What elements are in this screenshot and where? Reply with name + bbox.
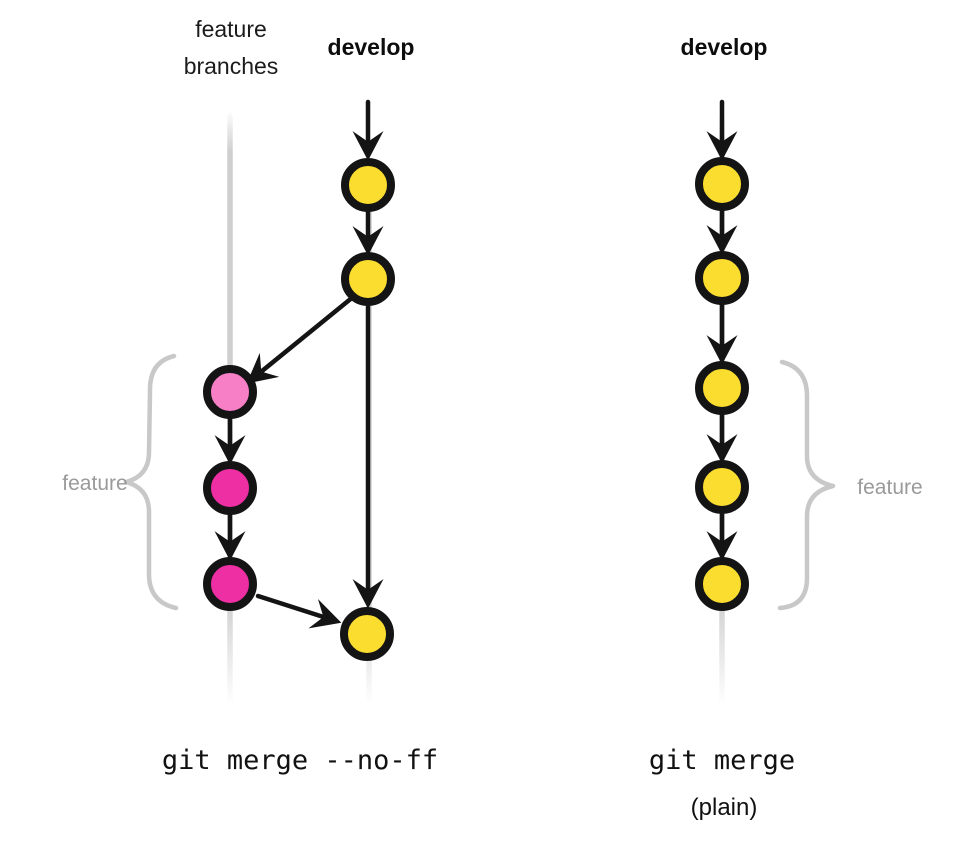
plain-commit-1 [695, 157, 749, 211]
develop-label-right: develop [681, 34, 768, 60]
develop-label-left: develop [328, 34, 415, 60]
feature-branches-label-line2: branches [184, 53, 279, 79]
develop-commit-2 [341, 252, 395, 306]
feature-commit-2 [203, 461, 257, 515]
branch-lanes [227, 113, 725, 705]
plain-commit-2 [695, 251, 749, 305]
merge-commit [340, 607, 394, 661]
plain-commit-3 [695, 361, 749, 415]
feature-commit-3 [203, 557, 257, 611]
caption-plain: (plain) [691, 794, 758, 821]
merge-in-edge [255, 593, 342, 629]
plain-commit-4 [695, 460, 749, 514]
develop-commit-1 [341, 158, 395, 212]
feature-commit-1 [203, 365, 257, 419]
feature-brace-right-glyph [777, 359, 836, 611]
commit-nodes [203, 157, 749, 661]
feature-label-right: feature [857, 476, 922, 499]
feature-branches-label-line1: feature [195, 16, 267, 42]
caption-git-merge: git merge [649, 745, 795, 776]
caption-git-merge-no-ff: git merge --no-ff [162, 745, 438, 776]
branch-out-edge [246, 294, 356, 384]
feature-brace-left-glyph [123, 353, 179, 611]
plain-commit-5 [695, 557, 749, 611]
feature-label-left: feature [62, 472, 127, 495]
commit-edges [214, 99, 738, 629]
